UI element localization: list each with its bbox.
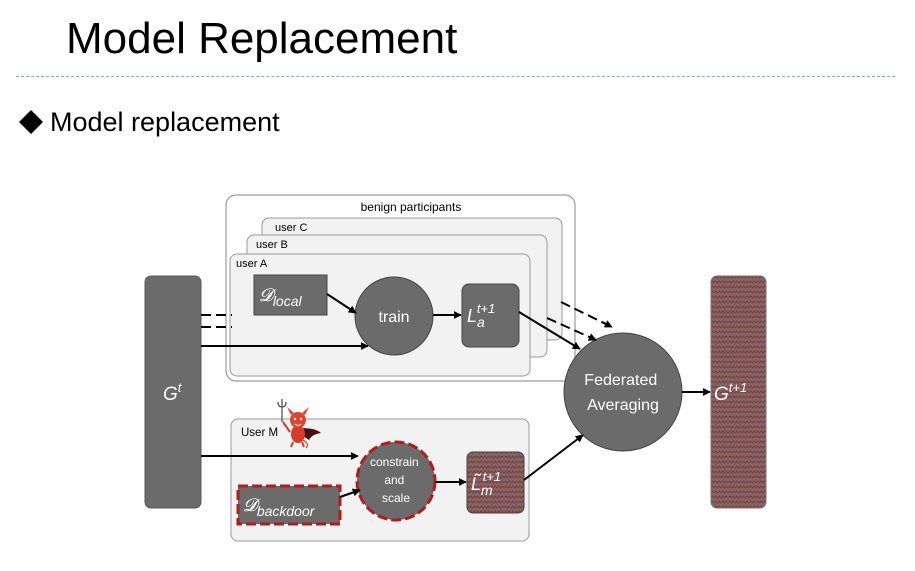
user-b-label: user B xyxy=(256,239,288,251)
local-model-la-label: Lat+1 xyxy=(467,301,495,330)
user-m-label: User M xyxy=(241,427,278,439)
la-base: L xyxy=(467,306,477,326)
bullet-item: Model replacement xyxy=(18,106,280,138)
constrain-line-1: constrain xyxy=(370,455,419,469)
benign-participants-label: benign participants xyxy=(361,200,462,214)
constrain-scale-label: constrain and scale xyxy=(370,455,422,505)
next-global-model xyxy=(710,275,767,509)
arrow-user-c-to-fedavg xyxy=(560,301,613,328)
local-data-base: 𝓓 xyxy=(259,285,277,305)
gt-base: G xyxy=(163,384,178,405)
constrain-line-3: scale xyxy=(382,491,410,505)
backdoor-data-box xyxy=(236,484,342,526)
bullet-text: Model replacement xyxy=(50,107,280,137)
fedavg-line-2: Averaging xyxy=(587,397,659,414)
arrow-backdoor-to-constrain xyxy=(339,488,361,498)
local-data-sub: local xyxy=(273,293,303,309)
gt1-base: G xyxy=(714,384,729,405)
arrow-la-to-fedavg xyxy=(518,311,581,350)
train-label: train xyxy=(378,309,409,326)
arrow-user-b-to-fedavg xyxy=(546,317,597,341)
federated-averaging-label: Federated Averaging xyxy=(584,372,661,414)
local-model-la xyxy=(461,283,520,348)
arrow-lm-to-fedavg xyxy=(523,434,584,481)
gt-sup: t xyxy=(178,380,183,395)
backdoor-data-base: 𝓓 xyxy=(243,495,261,515)
constrain-line-2: and xyxy=(384,473,404,487)
global-model-gt xyxy=(144,275,202,509)
la-sub: a xyxy=(477,314,485,330)
backdoor-data-sub: backdoor xyxy=(257,503,316,519)
federated-averaging-node xyxy=(563,332,683,452)
lm-sup: t+1 xyxy=(483,469,501,484)
gt1-sup: t+1 xyxy=(729,380,747,395)
lm-base: L̃ xyxy=(471,473,482,494)
diamond-bullet-icon xyxy=(19,110,43,134)
local-data-box xyxy=(253,274,328,316)
next-global-model-label: Gt+1 xyxy=(714,380,747,405)
title-divider xyxy=(16,76,895,77)
la-sup: t+1 xyxy=(477,301,495,316)
malicious-model-label: L̃mt+1 xyxy=(471,469,501,498)
lm-sub: m xyxy=(481,482,493,498)
fedavg-line-1: Federated xyxy=(584,372,657,389)
malicious-model-lm xyxy=(466,451,525,514)
local-data-label: 𝓓local xyxy=(259,285,302,309)
backdoor-data-label: 𝓓backdoor xyxy=(243,495,316,519)
page-title: Model Replacement xyxy=(66,14,458,63)
devil-icon xyxy=(277,399,321,449)
user-c-label: user C xyxy=(275,222,307,234)
global-model-gt-label: Gt xyxy=(163,380,183,405)
arrow-local-data-to-train xyxy=(326,293,357,314)
user-a-label: user A xyxy=(236,258,268,270)
